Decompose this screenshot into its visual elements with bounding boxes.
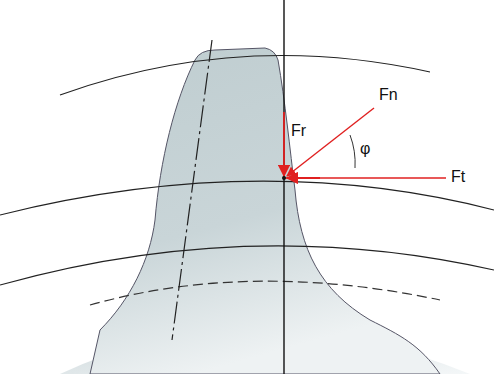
ft-arrow (287, 177, 320, 179)
force-label: Fn (379, 86, 398, 104)
contact-point (282, 176, 286, 180)
addendum-circle (60, 56, 430, 95)
ft-reference-line (284, 177, 446, 178)
tooth-centerline (172, 40, 212, 340)
gear-tooth (90, 48, 440, 374)
pitch-circle (0, 181, 494, 215)
base-circle-dashed (90, 281, 440, 305)
force-label: Fr (291, 122, 306, 140)
fr-arrow (283, 112, 285, 176)
fn-arrow (287, 108, 374, 176)
root-circle (0, 246, 494, 285)
angle-label: φ (360, 140, 370, 158)
radial-line (283, 0, 284, 374)
pressure-angle-arc (350, 135, 355, 168)
force-label: Ft (451, 168, 465, 186)
